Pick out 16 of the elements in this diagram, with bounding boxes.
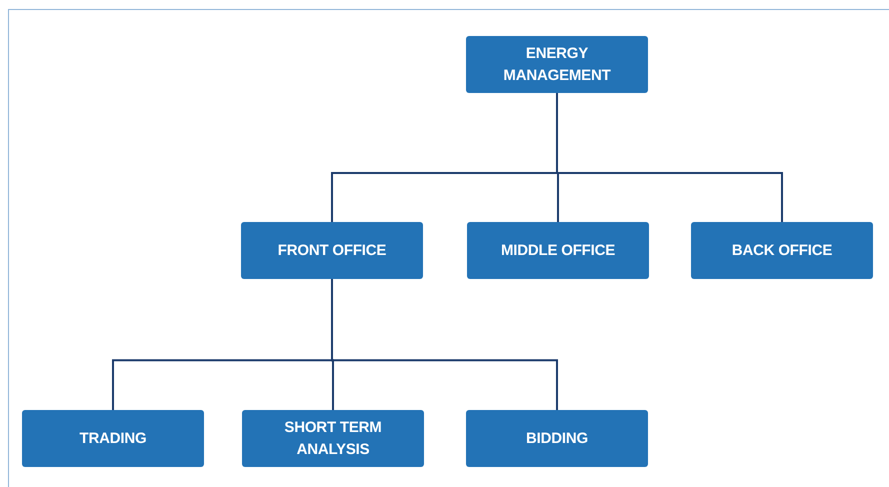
connector-line xyxy=(331,279,558,410)
org-unit-box xyxy=(241,222,423,279)
connector-line xyxy=(556,93,783,222)
unit-label: MIDDLE OFFICE xyxy=(500,240,616,260)
org-unit-box xyxy=(22,410,204,467)
unit-label: BIDDING xyxy=(526,428,588,448)
unit-label: TRADING xyxy=(80,428,146,448)
org-unit-box xyxy=(466,36,648,93)
unit-label: FRONT OFFICE xyxy=(278,240,386,260)
unit-label: SHORT TERM ANALYSIS xyxy=(283,418,383,460)
org-unit-box xyxy=(691,222,873,279)
unit-label: ENERGY MANAGEMENT xyxy=(502,44,612,86)
org-unit-box xyxy=(467,222,649,279)
org-unit-box xyxy=(466,410,648,467)
unit-label: BACK OFFICE xyxy=(732,240,832,260)
org-unit-box xyxy=(242,410,424,467)
